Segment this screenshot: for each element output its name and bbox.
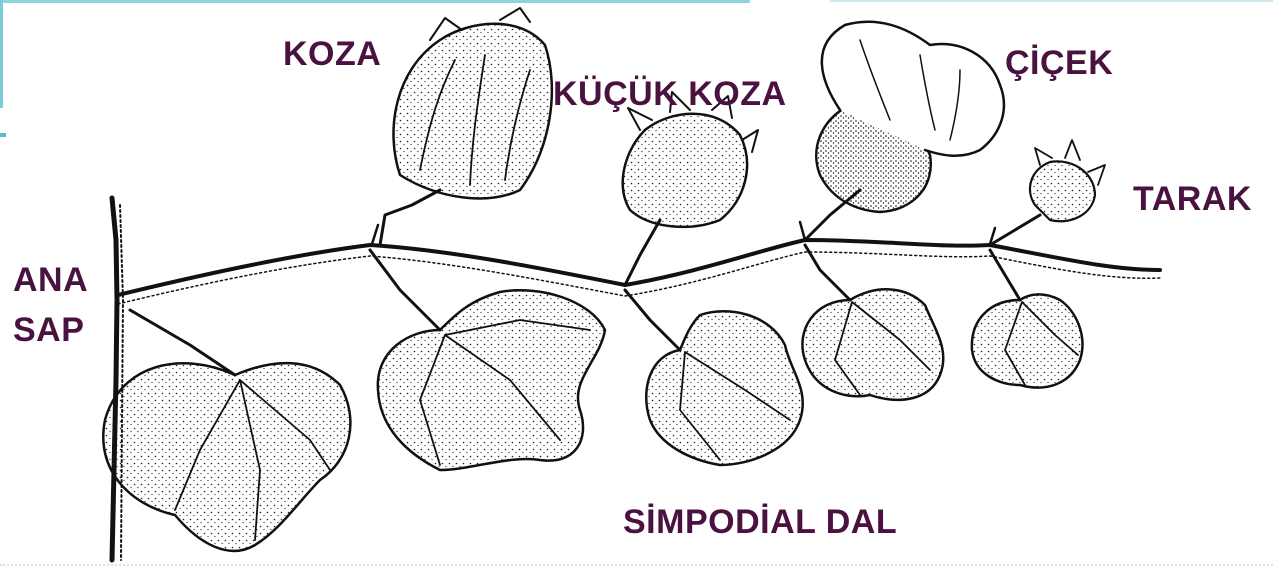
- boll-stalk: [380, 190, 440, 245]
- small-boll: [623, 114, 747, 227]
- leaf-large: [103, 363, 350, 551]
- sympodial-branch: [118, 240, 1160, 295]
- label-kucuk-koza: KÜÇÜK KOZA: [553, 76, 787, 112]
- label-tarak: TARAK: [1133, 181, 1252, 217]
- label-koza: KOZA: [283, 36, 381, 72]
- label-simpodial-dal: SİMPODİAL DAL: [623, 504, 897, 540]
- leaf-3: [646, 311, 803, 465]
- leaf-2: [378, 290, 605, 470]
- main-stem: [112, 198, 117, 560]
- square-stalk: [990, 215, 1040, 245]
- label-sap: SAP: [13, 312, 84, 348]
- label-ana: ANA: [13, 262, 88, 298]
- leaf-4: [802, 289, 943, 400]
- label-cicek: ÇİÇEK: [1005, 45, 1113, 81]
- boll: [393, 24, 551, 199]
- small-boll-stalk: [625, 220, 660, 285]
- square: [1030, 161, 1095, 221]
